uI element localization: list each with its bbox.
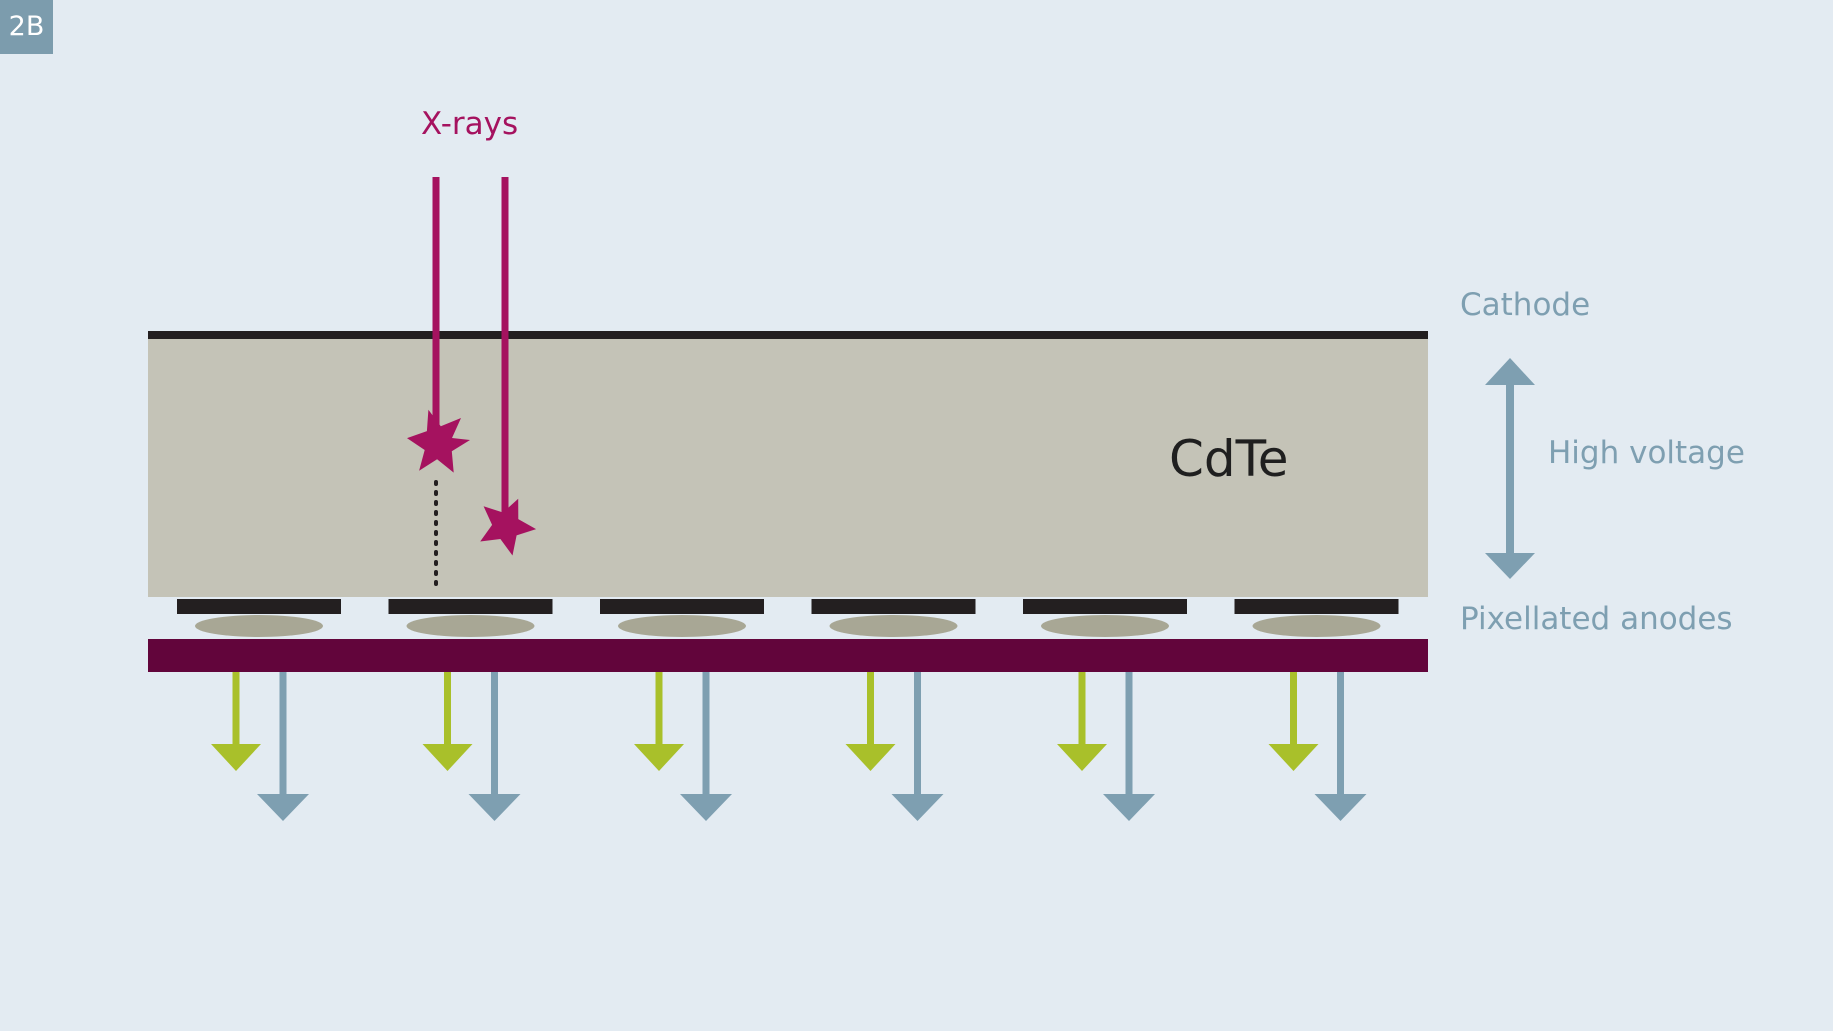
signal-arrow-blue-head xyxy=(891,794,944,821)
bump-contact xyxy=(829,615,958,637)
signal-arrow-green-head xyxy=(422,744,473,771)
signal-arrow-green-head xyxy=(845,744,896,771)
signal-arrow-green-head xyxy=(634,744,684,771)
pixellated-anodes-label: Pixellated anodes xyxy=(1460,601,1733,637)
signal-arrow-blue-head xyxy=(257,794,309,821)
signal-arrow-blue-head xyxy=(680,794,732,821)
anode-pixel xyxy=(388,599,553,614)
anode-pixel xyxy=(600,599,764,614)
xrays-label: X-rays xyxy=(421,106,519,142)
cdte-crystal xyxy=(148,336,1428,597)
interaction-burst-1 xyxy=(407,409,470,473)
signal-arrow-green-head xyxy=(1268,744,1319,771)
bump-contact xyxy=(1252,615,1381,637)
cdte-label: CdTe xyxy=(1169,430,1289,488)
high-voltage-arrow xyxy=(1485,358,1535,579)
interaction-burst-2 xyxy=(480,498,537,556)
signal-arrow-blue-head xyxy=(468,794,521,821)
signal-arrow-blue-head xyxy=(1103,794,1155,821)
high-voltage-label: High voltage xyxy=(1548,435,1745,471)
signal-arrow-blue-head xyxy=(1314,794,1367,821)
anode-pixel xyxy=(1023,599,1187,614)
cathode-label: Cathode xyxy=(1460,287,1591,323)
figure-badge: 2B xyxy=(0,0,53,54)
signal-arrow-green-head xyxy=(1057,744,1107,771)
carrier-substrate xyxy=(148,639,1428,672)
bump-contact xyxy=(1041,615,1169,637)
bump-contact xyxy=(618,615,746,637)
cathode-electrode xyxy=(148,331,1428,339)
anode-pixel xyxy=(177,599,341,614)
anode-pixel xyxy=(1234,599,1399,614)
bump-contact xyxy=(406,615,535,637)
signal-arrow-green-head xyxy=(211,744,261,771)
anode-pixel xyxy=(811,599,976,614)
bump-contact xyxy=(195,615,323,637)
